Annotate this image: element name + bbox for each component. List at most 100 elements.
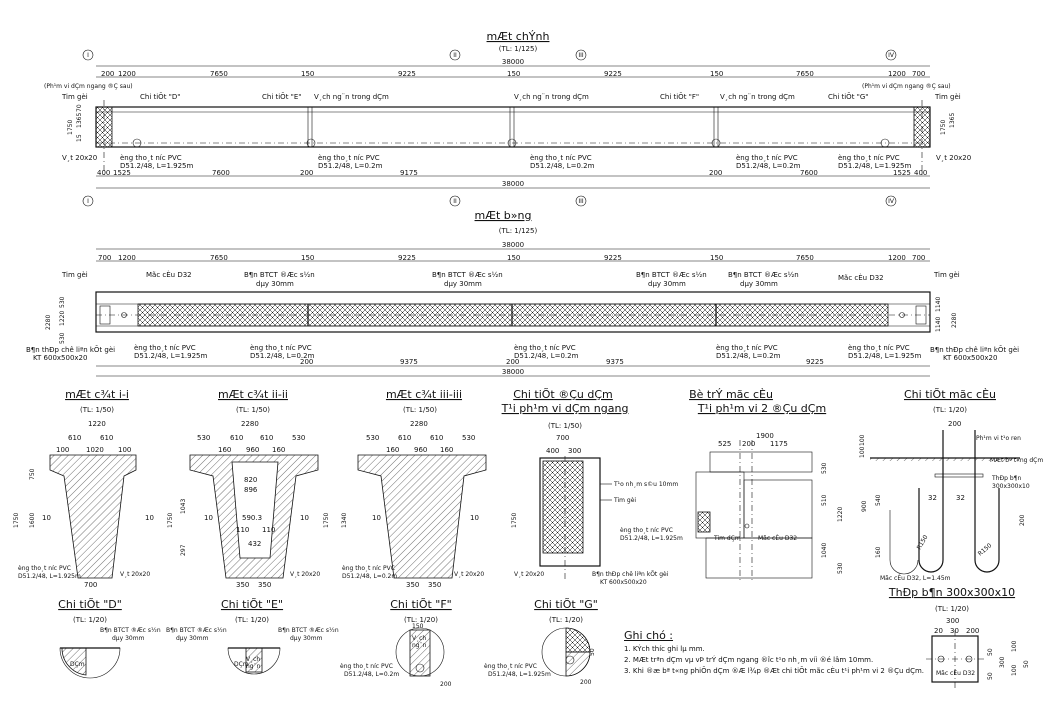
label-tim-goi-left: Tim gèi	[61, 93, 88, 101]
dim: 200	[101, 70, 114, 78]
detail-e-dam: DÇm	[234, 661, 249, 668]
section-1-1: mÆt c¾t i-i (TL: 1/50) 1220 610 610 100 …	[13, 388, 154, 589]
detail-g-ong-b: D51.2/48, L=1.925m	[488, 671, 551, 678]
detail-e-vach-b: ng¨n	[246, 663, 261, 670]
label-ban-2b: dµy 30mm	[444, 280, 482, 288]
dim: 700	[912, 254, 925, 262]
label-ong-5: èng tho¸t n­íc PVC	[838, 154, 900, 162]
dim: 610	[430, 434, 443, 442]
dim: 30	[950, 627, 959, 635]
label-vat-left: V¸t 20x20	[62, 154, 97, 162]
dim: 400	[914, 169, 927, 177]
detail-e: Chi tiÕt "E" (TL: 1/20) B¶n BTCT ®Æc s½n…	[166, 598, 339, 675]
label-ban-2: B¶n BTCT ®Æc s½n	[432, 271, 503, 279]
dim: 160	[386, 446, 399, 454]
note-item: 3. Khi ®æ bª t«ng phiÕn dÇm ®Æ l¾p ®Æt c…	[624, 667, 925, 675]
plan-side-dims: 2280 530 1220 530 1140 1140 2280	[45, 296, 958, 344]
label-moc-cau-right: Mãc cÈu D32	[838, 273, 884, 282]
dim: 15	[76, 134, 83, 142]
dim: 1040	[821, 543, 828, 558]
plate-title: ThÐp b¶n 300x300x10	[888, 586, 1015, 599]
detail-end-ong: èng tho¸t n­íc PVC	[620, 527, 673, 534]
hook-detail: Chi tiÕt mãc cÈu (TL: 1/20) 200 100 100 …	[859, 388, 1043, 582]
detail-f-vach: V¸ch	[412, 635, 426, 642]
section-1-scale: (TL: 1/50)	[80, 406, 114, 414]
dim: 200	[742, 440, 755, 448]
dim: 150	[710, 254, 723, 262]
detail-end-tao: T¹o nh¸m s©u 10mm	[613, 481, 678, 488]
dim: 200	[948, 420, 961, 428]
dim: 10	[470, 514, 479, 522]
dim: 750	[29, 468, 36, 480]
plan-top-dims: 700 1200 7650 150 9225 150 9225 150 7650…	[98, 254, 925, 262]
dim: 1750	[13, 513, 20, 528]
elevation-grid-bubbles: I II III IV I II III IV	[82, 49, 897, 207]
dim: 200	[506, 358, 519, 366]
dim: 150	[301, 70, 314, 78]
label-ong-1b: D51.2/48, L=1.925m	[120, 162, 193, 170]
dim: 530	[59, 332, 66, 344]
note-item: 2. MÆt trªn dÇm vµ vÞ trÝ dÇm ngang ®­îc…	[624, 656, 874, 664]
detail-f-ong-b: D51.2/48, L=0.2m	[344, 671, 399, 678]
dim: 530	[837, 562, 844, 574]
beam-elevation	[95, 106, 931, 148]
label-ban-4b: dµy 30mm	[740, 280, 778, 288]
dim: 530	[462, 434, 475, 442]
detail-e-ban-2: B¶n BTCT ®Æc s½n	[278, 627, 339, 634]
label-ong-4b: D51.2/48, L=0.2m	[736, 162, 801, 170]
dim: 110	[262, 526, 275, 534]
dim: 100	[1011, 640, 1018, 652]
dim: 1525	[113, 169, 131, 177]
grid-label: II	[453, 52, 457, 59]
dim: 10	[145, 514, 154, 522]
notes-block: Ghi chó : 1. KÝch th­íc ghi lµ mm. 2. MÆ…	[624, 630, 924, 677]
detail-end-thep: B¶n thÐp chê liªn kÕt gèi	[592, 571, 669, 578]
dim: 50	[987, 648, 994, 656]
elevation-bottom-dims: 400 1525 7600 200 9175 200 7600 1525 400	[97, 169, 927, 177]
detail-end-title-1: Chi tiÕt ®Çu dÇm	[513, 388, 613, 401]
dim: 350	[406, 581, 419, 589]
hook-layout-tim: Tim dÇm	[713, 535, 741, 542]
label-pham-vi-left: (Ph¹m vi dÇm ngang ®Ç sau)	[44, 83, 133, 90]
dim-total: 38000	[502, 241, 524, 249]
dim: 350	[428, 581, 441, 589]
label-tim-goi-left: Tim gèi	[61, 271, 88, 279]
detail-f-scale: (TL: 1/20)	[404, 616, 438, 624]
dim: 530	[292, 434, 305, 442]
dim: 160	[875, 546, 882, 558]
detail-end-ong-b: D51.2/48, L=1.925m	[620, 535, 683, 542]
detail-d-ban-b: dµy 30mm	[112, 635, 145, 642]
dim: 1220	[59, 311, 66, 326]
detail-d-ban: B¶n BTCT ®Æc s½n	[100, 627, 161, 634]
detail-end-thep-b: KT 600x500x20	[600, 579, 647, 586]
dim: 610	[230, 434, 243, 442]
dim: 610	[398, 434, 411, 442]
plan-scale: (TL: 1/125)	[499, 227, 538, 235]
dim: 700	[912, 70, 925, 78]
grid-label: III	[578, 198, 584, 205]
hook-detail-mat: MÆt bª t«ng dÇm	[990, 457, 1043, 464]
dim: 160	[440, 446, 453, 454]
label-ong-3: èng tho¸t n­íc PVC	[514, 344, 576, 352]
detail-f-title: Chi tiÕt "F"	[390, 598, 452, 611]
dim: 9225	[604, 70, 622, 78]
dim: 1200	[888, 70, 906, 78]
grid-label: I	[87, 198, 89, 205]
dim: 100	[118, 446, 131, 454]
label-ong-2: èng tho¸t n­íc PVC	[318, 154, 380, 162]
detail-f-ong: èng tho¸t n­íc PVC	[340, 663, 393, 670]
detail-e-scale: (TL: 1/20)	[235, 616, 269, 624]
dim: 200	[580, 679, 592, 686]
dim: 432	[248, 540, 261, 548]
detail-g: Chi tiÕt "G" (TL: 1/20) 50 200 èng tho¸t…	[484, 598, 598, 686]
detail-end-tim: Tim gèi	[613, 497, 636, 504]
dim: 1340	[341, 513, 348, 528]
dim: 100	[859, 434, 866, 446]
detail-e-vach: V¸ch	[246, 656, 260, 663]
dim: 1200	[118, 70, 136, 78]
dim: 9375	[400, 358, 418, 366]
dim: 1750	[511, 513, 518, 528]
label-ong-5b: D51.2/48, L=1.925m	[838, 162, 911, 170]
dim: 700	[84, 581, 97, 589]
dim: 1220	[88, 420, 106, 428]
